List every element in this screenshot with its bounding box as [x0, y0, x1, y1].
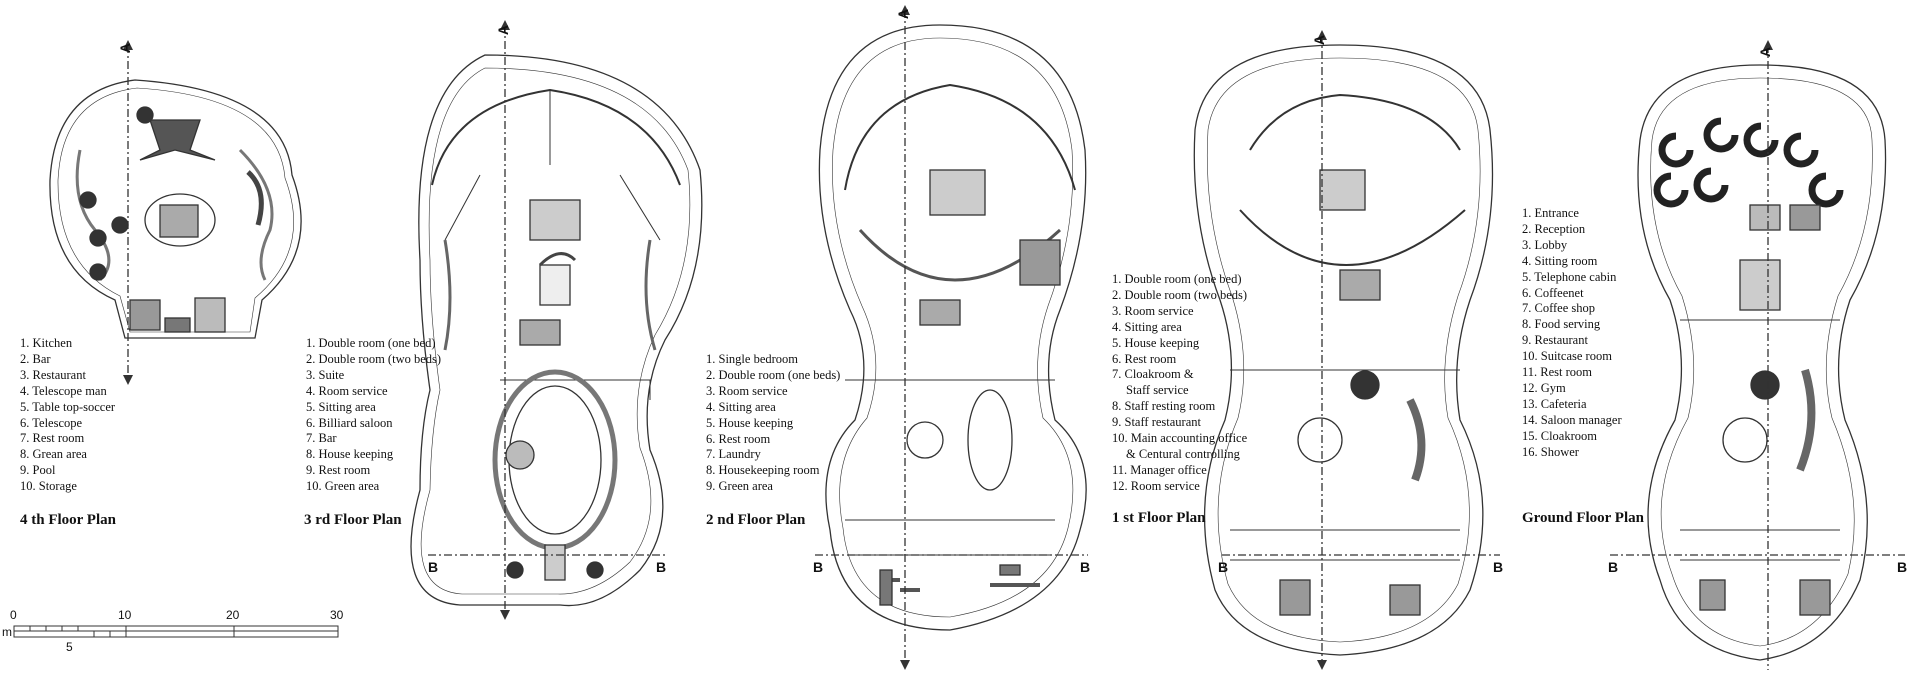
legend-item: 10. Green area [306, 479, 380, 494]
legend-item: 1. Double room (one bed) [306, 336, 436, 350]
plan-ground [1637, 64, 1887, 661]
legend-item: 16. Shower [1522, 444, 1579, 459]
legend-fourth: 1. Kitchen 2. Bar 3. Restaurant 4. Teles… [20, 336, 115, 495]
plan-title-fourth: 4 th Floor Plan [20, 512, 116, 528]
legend-item: 8. Grean area [20, 447, 87, 462]
legend-item: 2. Double room (one beds) [706, 367, 841, 382]
section-mark-a: A [117, 42, 134, 54]
legend-item: 3. Restaurant [20, 367, 86, 382]
legend-item: 1. Kitchen [20, 336, 73, 350]
legend-item: 1. Entrance [1522, 206, 1579, 220]
plan-fourth [49, 79, 302, 339]
section-mark-b: B [1608, 559, 1619, 575]
section-mark-b: B [428, 559, 439, 575]
plan-third [410, 54, 703, 607]
legend-first: 1. Double room (one bed) 2. Double room … [1112, 272, 1247, 495]
legend-item: 1. Double room (one bed) [1112, 272, 1242, 286]
legend-item: 13. Cafeteria [1522, 396, 1587, 411]
section-arrows [123, 5, 1773, 670]
section-mark-a: A [1311, 34, 1328, 46]
legend-item: 6. Billiard saloon [306, 415, 393, 430]
legend-item: & Centural controlling [1126, 446, 1240, 461]
legend-item: 9. Green area [706, 479, 773, 494]
legend-item: 6. Telescope [20, 415, 83, 430]
scale-bar [13, 625, 339, 638]
section-mark-a: A [495, 24, 512, 36]
section-lines [127, 10, 1905, 670]
legend-item: 3. Suite [306, 367, 345, 382]
legend-item: 5. Table top-soccer [20, 399, 116, 414]
plan-title-third: 3 rd Floor Plan [304, 512, 402, 528]
legend-item: 1. Single bedroom [706, 352, 799, 366]
legend-item: 11. Manager office [1112, 462, 1207, 477]
legend-item: 9. Restaurant [1522, 333, 1588, 348]
legend-item: 8. Housekeeping room [706, 463, 820, 478]
legend-item: 4. Sitting room [1522, 253, 1598, 268]
legend-item: 4. Sitting area [706, 399, 776, 414]
legend-item: 14. Saloon manager [1522, 412, 1622, 427]
legend-item: 10. Storage [20, 479, 77, 494]
legend-item: 2. Double room (two beds) [306, 351, 442, 366]
legend-item: 9. Rest room [306, 463, 371, 478]
legend-item: 4. Telescope man [20, 383, 107, 398]
legend-item: 10. Suitcase room [1522, 349, 1612, 364]
legend-item: 9. Pool [20, 463, 56, 478]
section-mark-b: B [1218, 559, 1229, 575]
section-mark-b: B [656, 559, 667, 575]
legend-item: 7. Laundry [706, 447, 761, 462]
section-mark-a: A [1757, 46, 1774, 58]
legend-item: Staff service [1126, 383, 1189, 398]
legend-item: 3. Lobby [1522, 237, 1568, 252]
legend-item: 4. Room service [306, 383, 388, 398]
legend-item: 2. Double room (two beds) [1112, 287, 1248, 302]
section-mark-b: B [1493, 559, 1504, 575]
scale-unit: m [2, 625, 12, 639]
legend-item: 10. Main accounting office [1112, 431, 1248, 446]
legend-item: 11. Rest room [1522, 365, 1593, 380]
plan-first [1193, 44, 1494, 656]
legend-item: 7. Coffee shop [1522, 301, 1596, 316]
scale-tick-label: 10 [118, 608, 132, 622]
plan-second [818, 24, 1087, 631]
section-mark-b: B [1897, 559, 1908, 575]
plan-title-second: 2 nd Floor Plan [706, 512, 806, 528]
legend-item: 12. Room service [1112, 478, 1200, 493]
legend-item: 3. Room service [1112, 303, 1194, 318]
legend-ground: 1. Entrance 2. Reception 3. Lobby 4. Sit… [1522, 206, 1622, 461]
legend-item: 6. Rest room [706, 431, 771, 446]
legend-item: 2. Bar [20, 351, 51, 366]
section-mark-b: B [813, 559, 824, 575]
scale-tick-label: 30 [330, 608, 344, 622]
legend-third: 1. Double room (one bed) 2. Double room … [306, 336, 441, 495]
legend-item: 2. Reception [1522, 221, 1586, 236]
scale-tick-label: 0 [10, 608, 17, 622]
legend-item: 5. Telephone cabin [1522, 269, 1617, 284]
section-mark-a: A [895, 8, 912, 20]
legend-item: 7. Rest room [20, 431, 85, 446]
legend-item: 6. Rest room [1112, 351, 1177, 366]
legend-item: 12. Gym [1522, 380, 1566, 395]
legend-second: 1. Single bedroom 2. Double room (one be… [706, 352, 840, 495]
legend-item: 6. Coffeenet [1522, 285, 1584, 300]
legend-item: 15. Cloakroom [1522, 428, 1597, 443]
legend-item: 9. Staff restaurant [1112, 415, 1201, 430]
legend-item: 5. Sitting area [306, 399, 376, 414]
legend-item: 7. Cloakroom & [1112, 367, 1194, 382]
legend-item: 8. House keeping [306, 447, 394, 462]
legend-item: 5. House keeping [706, 415, 794, 430]
plan-title-ground: Ground Floor Plan [1522, 510, 1644, 526]
legend-item: 7. Bar [306, 431, 337, 446]
section-mark-b: B [1080, 559, 1091, 575]
legend-item: 8. Food serving [1522, 317, 1601, 332]
legend-item: 8. Staff resting room [1112, 399, 1216, 414]
legend-item: 4. Sitting area [1112, 319, 1182, 334]
legend-item: 5. House keeping [1112, 335, 1200, 350]
scale-sub-label: 5 [66, 640, 73, 654]
legend-item: 3. Room service [706, 383, 788, 398]
plan-title-first: 1 st Floor Plan [1112, 510, 1206, 526]
scale-tick-label: 20 [226, 608, 240, 622]
